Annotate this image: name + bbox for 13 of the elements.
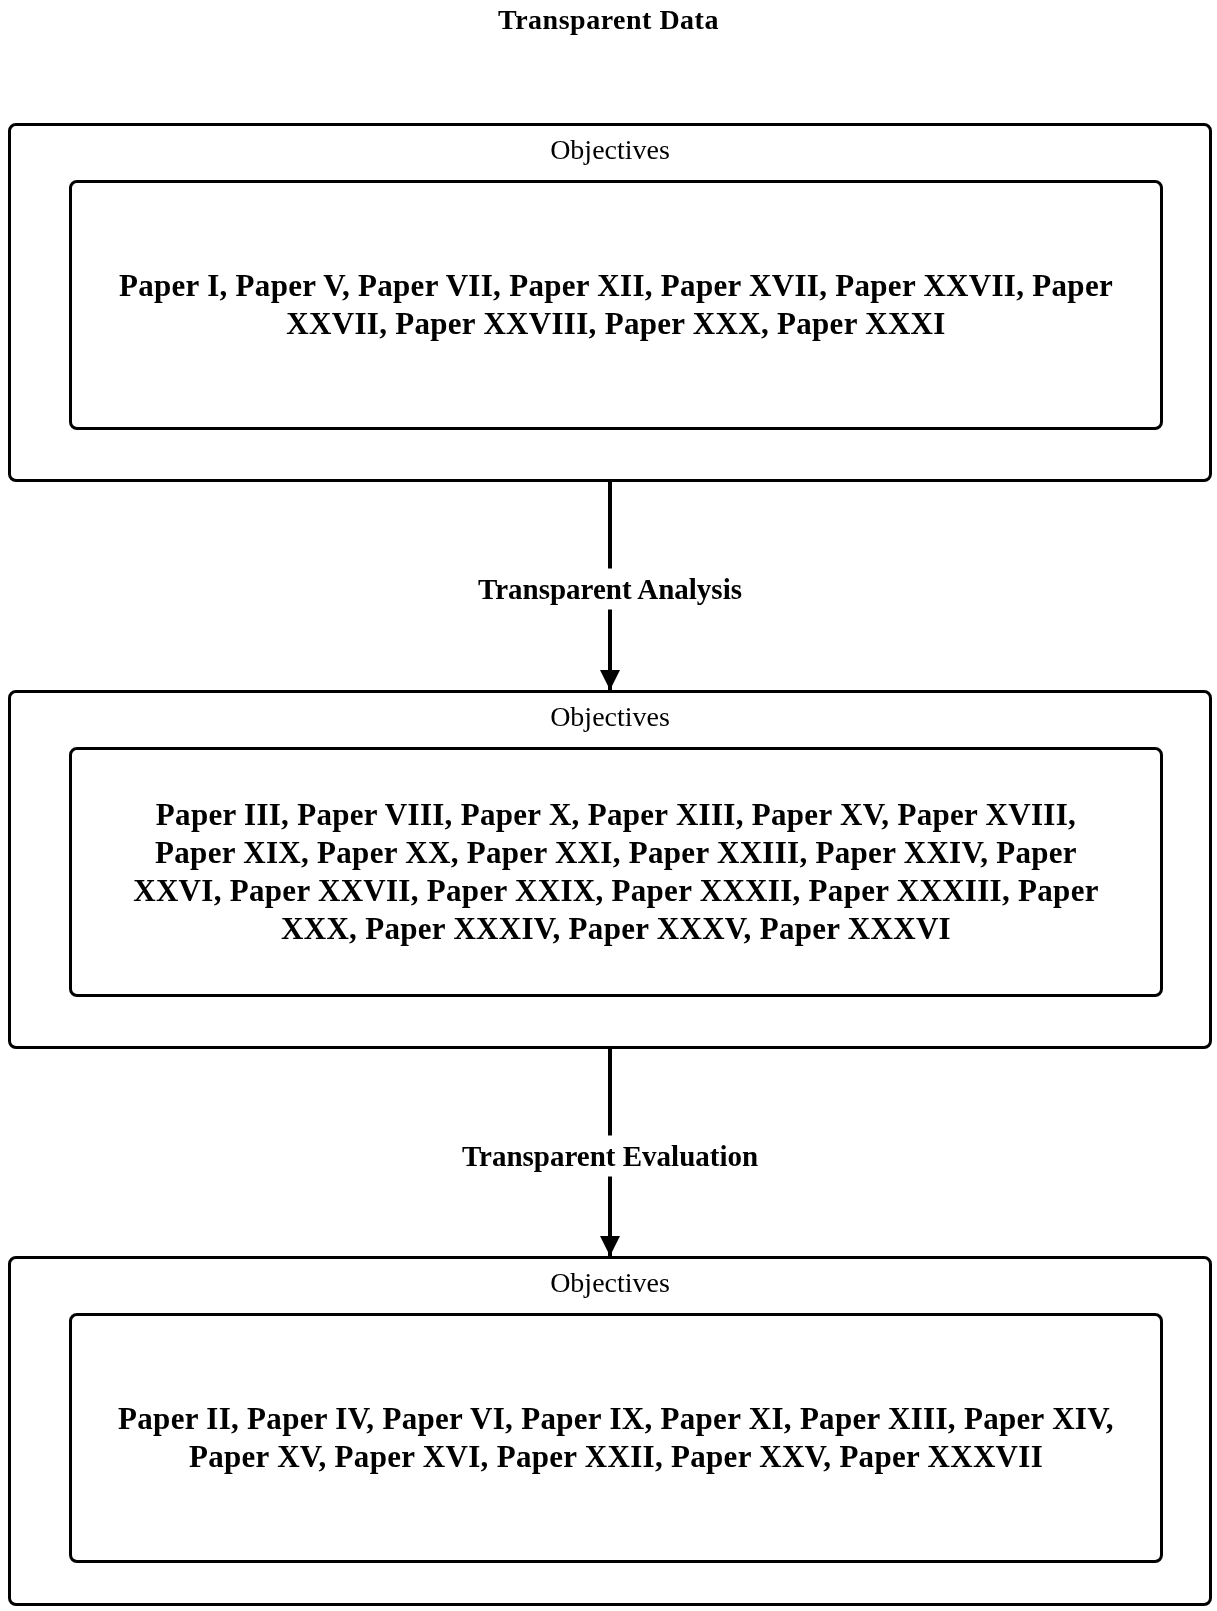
paper-list: Paper II, Paper IV, Paper VI, Paper IX, Paper XI, Paper XIII, Paper XIV, Paper XV, Paper XVI, Paper XXII, Paper XXV, Paper XXXVII: [112, 1400, 1120, 1476]
group-box: [8, 690, 1212, 1049]
box-heading: Objectives: [550, 136, 670, 164]
diagram-title: Transparent Data: [497, 4, 720, 36]
paper-list: Paper I, Paper V, Paper VII, Paper XII, Paper XVII, Paper XXVII, Paper XXVII, Paper XXVIII, Paper XXX, Paper XXXI: [112, 267, 1120, 343]
box-heading: Objectives: [550, 1269, 670, 1297]
paper-list: Paper III, Paper VIII, Paper X, Paper XIII, Paper XV, Paper XVIII, Paper XIX, Paper XX, Paper XXI, Paper XXIII, Paper XXIV, Paper XXVI, Paper XXVII, Paper XXIX, Paper XXXII, Paper XXXIII, Paper XXX, Paper XXXIV, Paper XXXV, Paper XXXVI: [112, 796, 1120, 948]
group-box: [8, 123, 1212, 482]
content-box: [69, 1313, 1163, 1563]
group-box: [8, 1256, 1212, 1606]
content-box: [69, 747, 1163, 997]
box-heading: Objectives: [550, 703, 670, 731]
content-box: [69, 180, 1163, 430]
